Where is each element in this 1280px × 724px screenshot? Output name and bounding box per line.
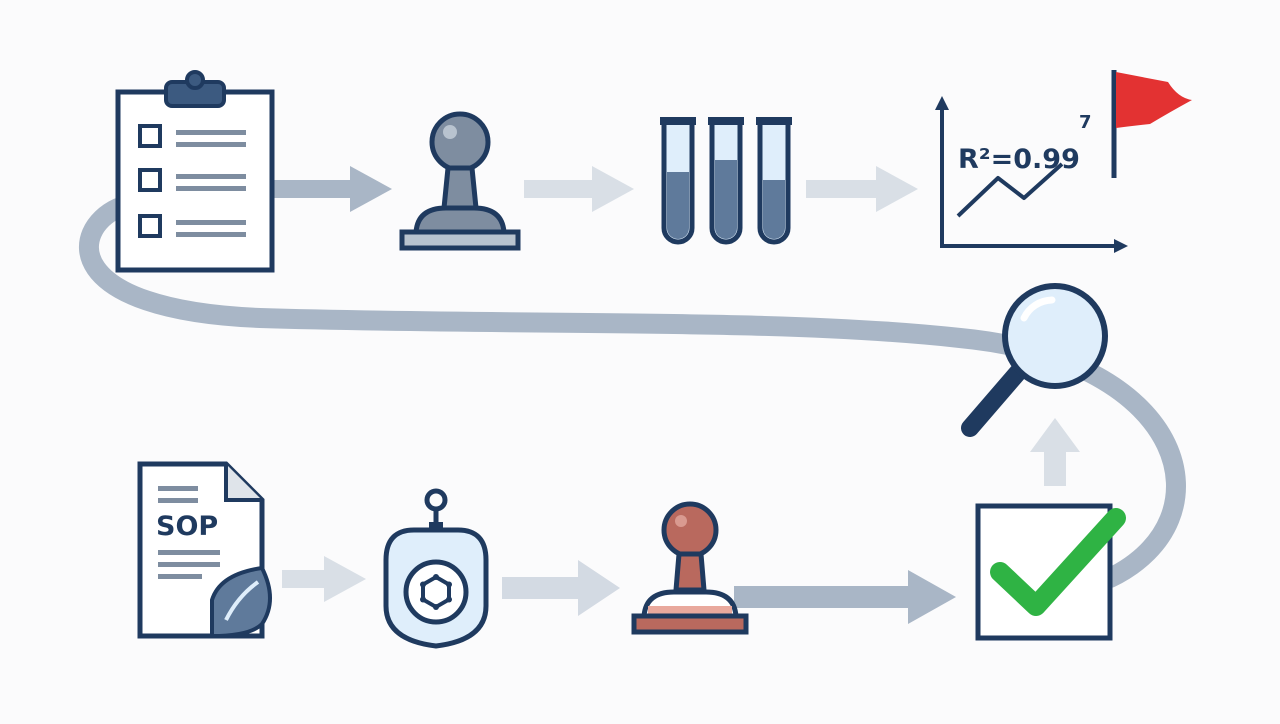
checklist-clipboard-icon	[115, 70, 275, 273]
magnifier-icon	[961, 283, 1108, 437]
arrow-2	[524, 166, 634, 212]
sop-document-icon: SOP	[137, 461, 272, 639]
test-tube-middle	[708, 117, 744, 245]
superscript-label: 7	[1079, 112, 1092, 133]
chemical-tag-icon	[383, 488, 489, 649]
green-checkbox-icon	[975, 503, 1126, 641]
red-stamp-icon	[631, 501, 749, 635]
flag-icon	[1111, 70, 1192, 178]
test-tube-left	[660, 117, 696, 245]
arrow-3	[806, 166, 918, 212]
arrow-1	[262, 166, 392, 212]
arrow-5	[502, 560, 620, 616]
calibration-chart-icon: R²=0.99 7	[935, 70, 1192, 253]
arrow-6	[734, 570, 956, 624]
flow-path	[79, 198, 1186, 588]
arrow-4	[282, 556, 366, 602]
arrow-up	[1030, 418, 1080, 486]
test-tubes-icon	[660, 117, 792, 245]
approval-stamp-icon	[399, 111, 521, 251]
test-tube-right	[756, 117, 792, 245]
sop-label: SOP	[156, 511, 218, 542]
r-squared-label: R²=0.99	[958, 144, 1080, 175]
